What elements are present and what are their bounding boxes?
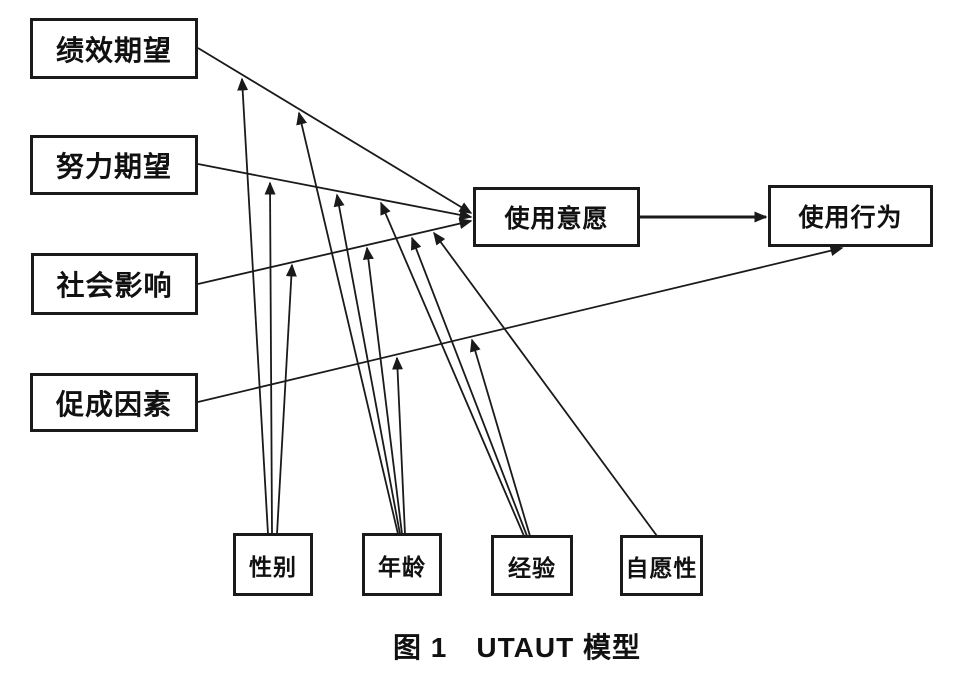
node-age: 年龄 — [362, 533, 442, 596]
edge-experience-to-si-bi-link — [411, 236, 528, 537]
edge-age-to-pe-bi-link — [296, 111, 399, 535]
node-gender: 性别 — [233, 533, 313, 596]
edge-voluntariness-to-si-bi-link — [433, 231, 658, 537]
edge-age-to-ee-bi-link — [333, 193, 401, 535]
edge-experience-to-fc-ub-link — [469, 338, 531, 537]
edge-age-to-si-bi-link — [362, 246, 403, 535]
edge-social_influence-to-behavioral_intention — [197, 218, 473, 285]
edge-gender-to-pe-bi-link — [237, 77, 269, 535]
edge-performance_expectancy-to-behavioral_intention — [197, 47, 473, 214]
edge-effort_expectancy-to-behavioral_intention — [197, 163, 473, 221]
edge-experience-to-ee-bi-link — [380, 201, 525, 537]
node-experience: 经验 — [491, 535, 573, 596]
node-voluntariness: 自愿性 — [620, 535, 703, 596]
edge-gender-to-si-bi-link — [276, 263, 297, 535]
node-behavioral-intention: 使用意愿 — [473, 187, 640, 247]
node-facilitating-conditions: 促成因素 — [30, 373, 198, 432]
node-effort-expectancy: 努力期望 — [30, 135, 198, 195]
node-performance-expectancy: 绩效期望 — [30, 18, 198, 79]
node-social-influence: 社会影响 — [31, 253, 198, 315]
edge-gender-to-ee-bi-link — [264, 181, 276, 535]
figure-caption: 图 1 UTAUT 模型 — [393, 632, 641, 663]
edge-age-to-fc-ub-link — [392, 356, 406, 535]
edge-facilitating_conditions-to-use_behavior — [197, 245, 844, 403]
node-use-behavior: 使用行为 — [768, 185, 933, 247]
